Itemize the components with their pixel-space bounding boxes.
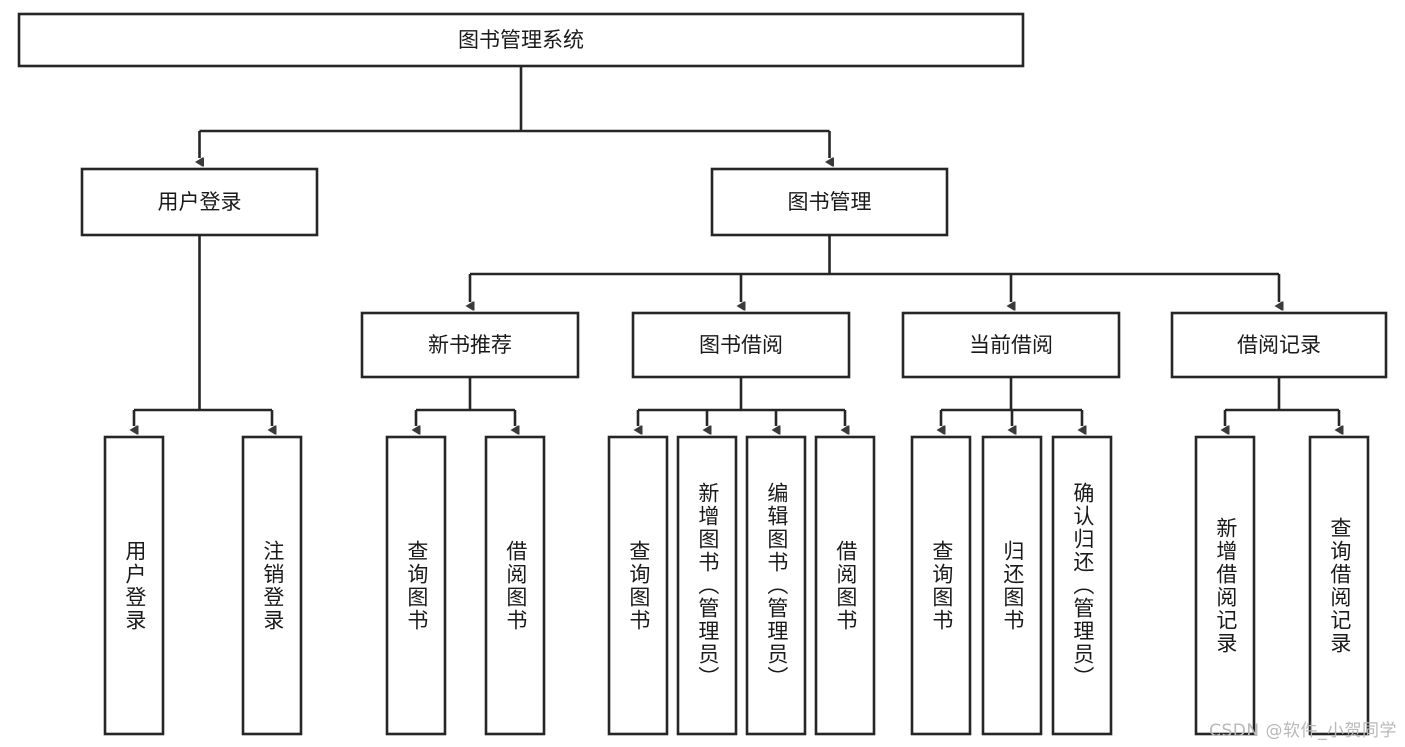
node-box-leaf-query-record[interactable] (1308, 435, 1370, 736)
node-box-borrow-record[interactable] (1170, 311, 1388, 379)
node-label-book-borrow: 图书借阅 (699, 333, 783, 357)
node-box-leaf-return-book[interactable] (981, 435, 1043, 736)
node-box-root[interactable] (17, 12, 1025, 68)
connector-layer (134, 66, 1339, 426)
node-label-new-book-recommend: 新书推荐 (428, 333, 512, 357)
node-box-leaf-user-login[interactable] (103, 435, 165, 736)
node-label-borrow-record: 借阅记录 (1237, 333, 1321, 357)
node-box-leaf-add-record[interactable] (1194, 435, 1256, 736)
node-box-leaf-logout-login[interactable] (241, 435, 303, 736)
watermark-text: CSDN @软件_小贺同学 (1209, 721, 1397, 741)
node-label-user-login: 用户登录 (158, 190, 242, 214)
node-box-user-login[interactable] (80, 167, 319, 237)
node-label-root: 图书管理系统 (458, 28, 584, 52)
node-box-leaf-confirm-return[interactable] (1051, 435, 1113, 736)
node-box-book-borrow[interactable] (631, 311, 851, 379)
node-box-leaf-query-book-1[interactable] (385, 435, 447, 736)
node-box-book-management[interactable] (710, 167, 949, 237)
node-box-leaf-borrow-book-2[interactable] (814, 435, 876, 736)
node-label-current-borrow: 当前借阅 (969, 333, 1053, 357)
node-box-leaf-query-book-3[interactable] (910, 435, 972, 736)
node-box-leaf-borrow-book-1[interactable] (484, 435, 546, 736)
node-box-current-borrow[interactable] (901, 311, 1121, 379)
node-box-layer (17, 12, 1388, 736)
node-box-leaf-add-book[interactable] (676, 435, 738, 736)
node-box-leaf-query-book-2[interactable] (607, 435, 669, 736)
node-box-leaf-edit-book[interactable] (745, 435, 807, 736)
node-box-new-book-recommend[interactable] (360, 311, 580, 379)
node-label-book-management: 图书管理 (788, 190, 872, 214)
